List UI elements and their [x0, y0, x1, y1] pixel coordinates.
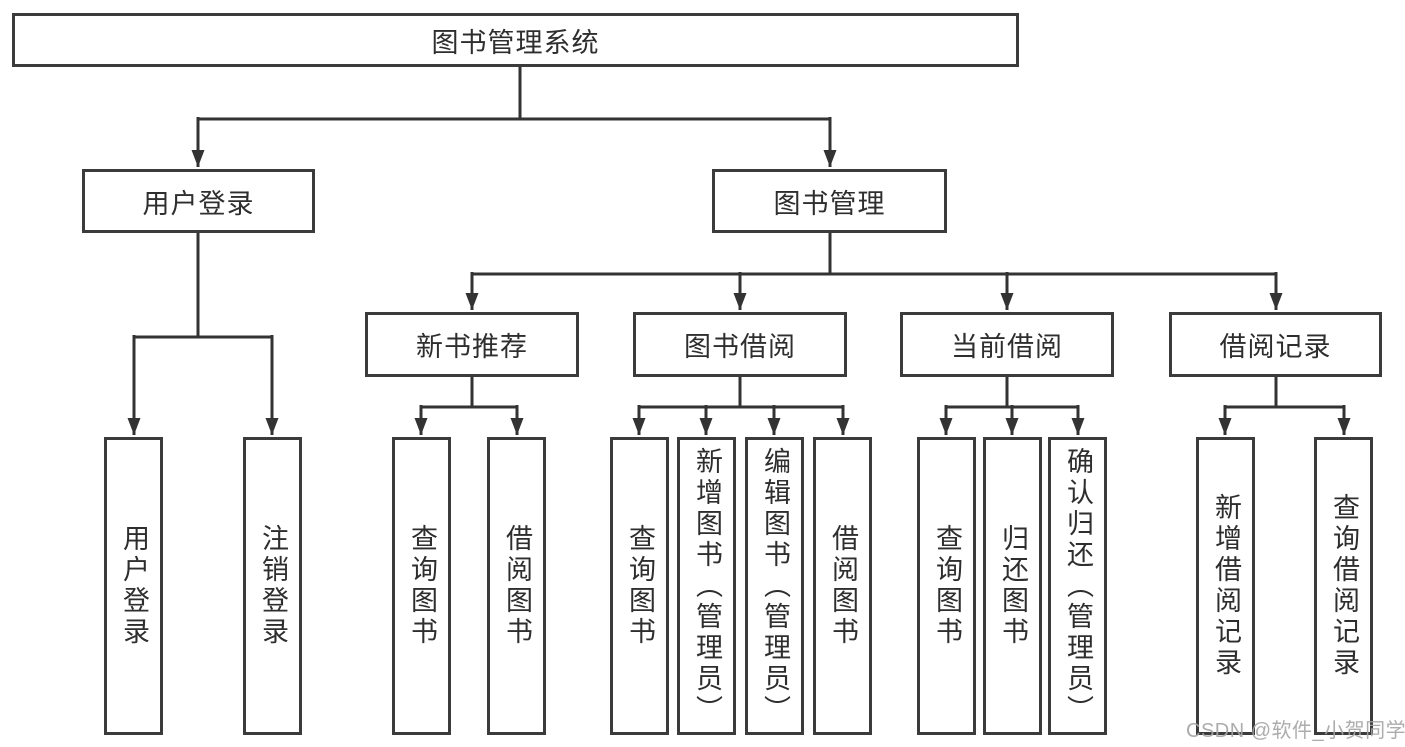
- leaf-borrow-books-borrowing-label: 借阅图书: [828, 524, 858, 648]
- leaf-edit-books-admin: 编辑图书（管理员）: [745, 437, 804, 735]
- node-user-login: 用户登录: [82, 169, 315, 233]
- leaf-query-books-current-label: 查询图书: [932, 524, 962, 648]
- leaf-add-borrow-record: 新增借阅记录: [1196, 437, 1255, 735]
- node-new-book-recommend: 新书推荐: [365, 312, 579, 377]
- node-book-management: 图书管理: [712, 169, 947, 233]
- leaf-logout-label: 注销登录: [258, 524, 288, 648]
- csdn-watermark: CSDN @软件_小贺同学: [1186, 720, 1405, 742]
- leaf-add-books-admin-label: 新增图书（管理员）: [692, 446, 722, 726]
- leaf-borrow-books-recommend-label: 借阅图书: [502, 524, 532, 648]
- leaf-user-login-label: 用户登录: [119, 524, 149, 648]
- leaf-edit-books-admin-label: 编辑图书（管理员）: [760, 446, 790, 726]
- leaf-return-books: 归还图书: [983, 437, 1042, 735]
- leaf-add-books-admin: 新增图书（管理员）: [677, 437, 736, 735]
- leaf-query-books-recommend-label: 查询图书: [407, 524, 437, 648]
- leaf-confirm-return-admin-label: 确认归还（管理员）: [1063, 446, 1093, 726]
- node-borrowing-records: 借阅记录: [1169, 312, 1382, 377]
- leaf-query-books-current: 查询图书: [917, 437, 976, 735]
- leaf-borrow-books-borrowing: 借阅图书: [813, 437, 872, 735]
- leaf-query-books-borrowing-label: 查询图书: [625, 524, 655, 648]
- leaf-logout: 注销登录: [243, 437, 302, 735]
- leaf-add-borrow-record-label: 新增借阅记录: [1211, 493, 1241, 679]
- node-root-system: 图书管理系统: [12, 13, 1019, 67]
- leaf-query-books-recommend: 查询图书: [392, 437, 451, 735]
- node-current-borrowing: 当前借阅: [900, 312, 1114, 377]
- leaf-user-login: 用户登录: [104, 437, 163, 735]
- leaf-query-books-borrowing: 查询图书: [610, 437, 669, 735]
- leaf-confirm-return-admin: 确认归还（管理员）: [1048, 437, 1107, 735]
- leaf-borrow-books-recommend: 借阅图书: [487, 437, 546, 735]
- leaf-query-borrow-record: 查询借阅记录: [1314, 437, 1373, 735]
- node-book-borrowing: 图书借阅: [633, 312, 847, 377]
- leaf-query-borrow-record-label: 查询借阅记录: [1329, 493, 1359, 679]
- leaf-return-books-label: 归还图书: [998, 524, 1028, 648]
